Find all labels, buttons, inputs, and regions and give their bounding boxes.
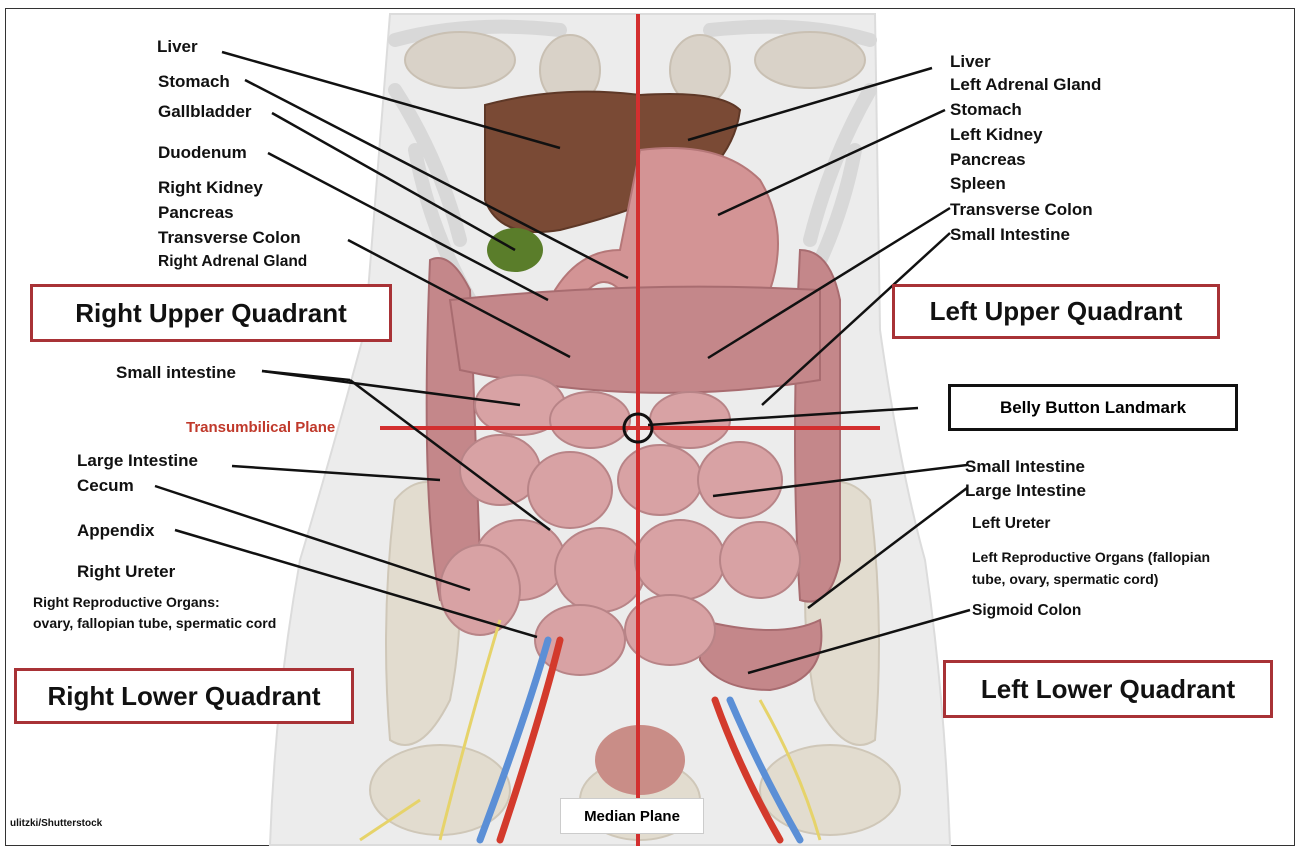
label-cecum: Cecum: [77, 476, 134, 495]
label-spleen: Spleen: [950, 174, 1006, 193]
rib-bones: [404, 31, 866, 106]
label-small-intestine-right: Small Intestine: [950, 225, 1070, 244]
label-right-reproductive-line1: Right Reproductive Organs:: [33, 594, 220, 610]
label-stomach-left: Stomach: [158, 72, 230, 91]
label-pancreas-left: Pancreas: [158, 203, 234, 222]
label-left-reproductive-line2: tube, ovary, spermatic cord): [972, 571, 1159, 587]
transumbilical-plane-label: Transumbilical Plane: [186, 419, 336, 436]
nerves: [359, 619, 822, 842]
label-right-ureter: Right Ureter: [77, 562, 176, 581]
label-small-intestine-left: Small intestine: [116, 363, 236, 382]
label-appendix: Appendix: [77, 521, 155, 540]
label-right-adrenal-gland: Right Adrenal Gland: [158, 253, 308, 270]
image-credit: ulitzki/Shutterstock: [10, 818, 103, 829]
label-left-reproductive-line1: Left Reproductive Organs (fallopian: [972, 549, 1211, 565]
label-pancreas-right: Pancreas: [950, 150, 1026, 169]
label-right-kidney: Right Kidney: [158, 178, 263, 197]
label-left-adrenal-gland: Left Adrenal Gland: [950, 75, 1102, 94]
label-duodenum: Duodenum: [158, 143, 247, 162]
label-liver-right: Liver: [950, 52, 991, 71]
quadrant-left-upper: Left Upper Quadrant: [892, 284, 1220, 339]
label-transverse-colon-left: Transverse Colon: [158, 228, 301, 247]
label-left-kidney: Left Kidney: [950, 125, 1043, 144]
small-intestine: [439, 374, 801, 676]
label-sigmoid-colon: Sigmoid Colon: [972, 602, 1082, 619]
quadrant-right-upper: Right Upper Quadrant: [30, 284, 392, 342]
label-stomach-right: Stomach: [950, 100, 1022, 119]
label-large-intestine-left: Large Intestine: [77, 451, 198, 470]
leader-lines: [154, 50, 971, 675]
label-right-reproductive-line2: ovary, fallopian tube, spermatic cord: [33, 615, 277, 631]
label-liver-left: Liver: [157, 37, 198, 56]
label-gallbladder: Gallbladder: [158, 102, 252, 121]
blood-vessels: [476, 636, 804, 844]
liver: [484, 90, 742, 233]
belly-button-landmark-box: Belly Button Landmark: [948, 384, 1238, 431]
median-plane-label: Median Plane: [560, 798, 704, 834]
belly-button-circle: [622, 412, 654, 444]
label-small-intestine-lower-right: Small Intestine: [965, 457, 1085, 476]
quadrant-right-lower: Right Lower Quadrant: [14, 668, 354, 724]
large-intestine: [425, 248, 841, 692]
label-large-intestine-right: Large Intestine: [965, 481, 1086, 500]
label-left-ureter: Left Ureter: [972, 515, 1051, 532]
label-transverse-colon-right: Transverse Colon: [950, 200, 1093, 219]
quadrant-left-lower: Left Lower Quadrant: [943, 660, 1273, 718]
